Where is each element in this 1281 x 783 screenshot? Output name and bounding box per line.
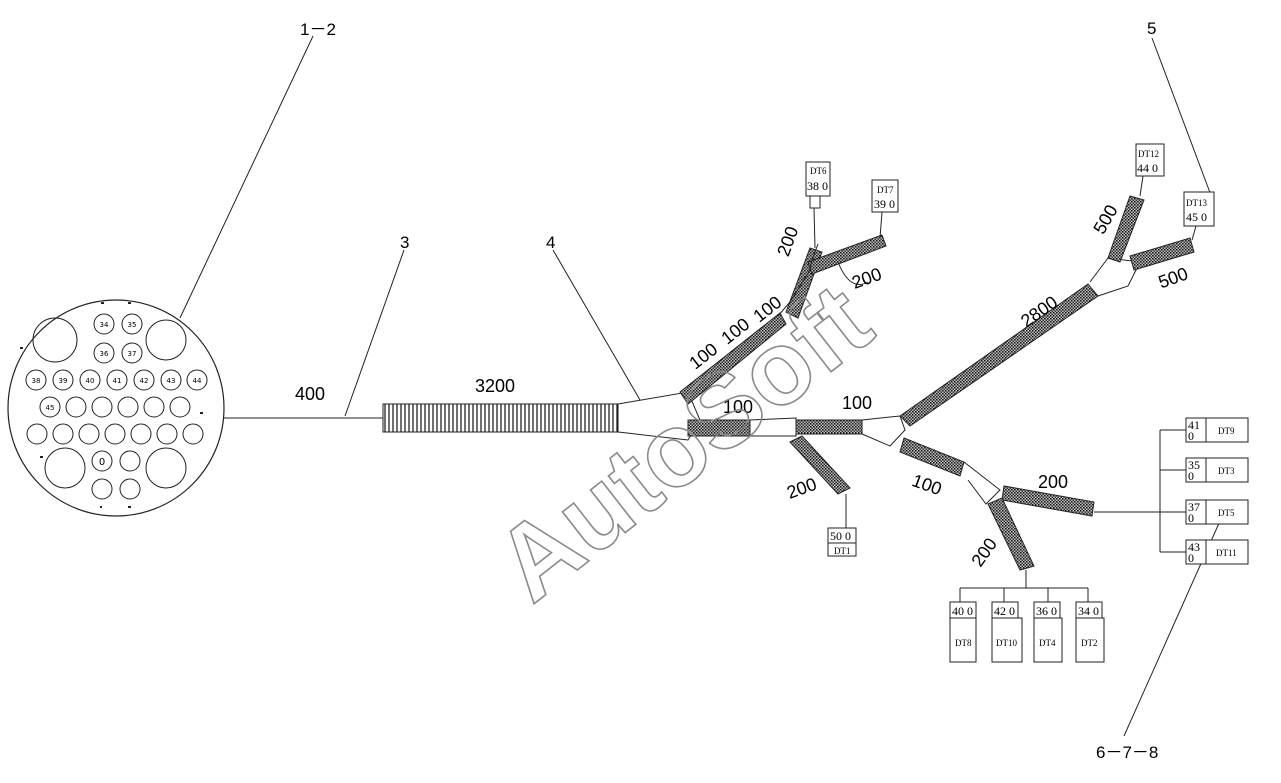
dim-200-right: 200 bbox=[1038, 472, 1068, 492]
branch-middle bbox=[687, 415, 906, 528]
connector-dt6: DT6 38 0 bbox=[805, 161, 831, 209]
branch-upper bbox=[679, 207, 887, 405]
callout-1-2: 1－2 bbox=[300, 20, 336, 39]
pin-label-38: 38 bbox=[32, 377, 41, 385]
dt4-wire: 36 0 bbox=[1036, 604, 1057, 618]
dim-200-dt6: 200 bbox=[773, 224, 802, 259]
dim-200-down: 200 bbox=[967, 534, 1001, 570]
dim-200-dt7: 200 bbox=[849, 264, 884, 293]
dt5-top: 37 bbox=[1188, 500, 1200, 514]
connector-dt8: 40 0 DT8 bbox=[949, 601, 977, 663]
pin-label-34: 34 bbox=[100, 321, 109, 329]
dt7-wire: 39 0 bbox=[874, 197, 895, 211]
dt2-wire: 34 0 bbox=[1078, 604, 1099, 618]
dt3-name: DT3 bbox=[1218, 466, 1235, 476]
dim-3200: 3200 bbox=[475, 376, 515, 396]
leader-4 bbox=[552, 249, 641, 401]
dt9-name: DT9 bbox=[1218, 426, 1235, 436]
dt12-name: DT12 bbox=[1138, 149, 1159, 159]
dt10-name: DT10 bbox=[996, 638, 1017, 648]
dim-100-mid-a: 100 bbox=[723, 397, 753, 417]
dt11-top: 43 bbox=[1188, 540, 1200, 554]
leader-1-2 bbox=[179, 35, 314, 319]
dt7-name: DT7 bbox=[877, 185, 894, 195]
dt9-top: 41 bbox=[1188, 418, 1200, 432]
pin-label-36: 36 bbox=[100, 350, 109, 358]
connector-dt13: DT13 45 0 bbox=[1183, 191, 1215, 227]
dt10-wire: 42 0 bbox=[994, 604, 1015, 618]
dt5-bottom: 0 bbox=[1188, 511, 1194, 525]
pin-label-42: 42 bbox=[140, 377, 149, 385]
pin-label-35: 35 bbox=[128, 321, 137, 329]
main-round-connector: 34 35 36 37 38 39 40 41 42 43 44 45 0 bbox=[7, 299, 225, 517]
dt6-name: DT6 bbox=[810, 166, 827, 176]
dt4-name: DT4 bbox=[1039, 638, 1056, 648]
connector-dt12: DT12 44 0 bbox=[1135, 143, 1165, 177]
dt1-wire: 50 0 bbox=[830, 529, 851, 543]
dt3-top: 35 bbox=[1188, 458, 1200, 472]
pin-label-43: 43 bbox=[167, 377, 176, 385]
dt1-name: DT1 bbox=[834, 546, 851, 556]
watermark-text: AutoSoft bbox=[475, 262, 892, 624]
dt3-bottom: 0 bbox=[1188, 469, 1194, 483]
dim-100-low: 100 bbox=[909, 470, 944, 499]
dt9-bottom: 0 bbox=[1188, 429, 1194, 443]
pin-label-39: 39 bbox=[59, 377, 68, 385]
pin-label-45: 45 bbox=[46, 404, 55, 412]
callout-3: 3 bbox=[400, 233, 409, 252]
connector-dt2: 34 0 DT2 bbox=[1075, 601, 1105, 663]
dt13-name: DT13 bbox=[1186, 198, 1207, 208]
connector-dt1: 50 0 DT1 bbox=[827, 527, 857, 557]
callout-6-7-8: 6－7－8 bbox=[1096, 743, 1158, 762]
connector-dt4: 36 0 DT4 bbox=[1033, 601, 1063, 663]
pin-label-0: 0 bbox=[99, 457, 105, 468]
dt6-wire: 38 0 bbox=[807, 179, 828, 193]
main-conduit-3200 bbox=[382, 403, 619, 433]
dt2-name: DT2 bbox=[1081, 638, 1098, 648]
connector-dt5: 37 0 DT5 bbox=[1185, 499, 1249, 525]
dt13-wire: 45 0 bbox=[1186, 210, 1207, 224]
dt5-name: DT5 bbox=[1218, 508, 1235, 518]
pin-label-41: 41 bbox=[113, 377, 122, 385]
branch-2800 bbox=[899, 175, 1197, 427]
dt11-name: DT11 bbox=[1216, 548, 1237, 558]
connector-dt11: 43 0 DT11 bbox=[1185, 539, 1249, 565]
connector-dt3: 35 0 DT3 bbox=[1185, 457, 1249, 483]
callout-4: 4 bbox=[546, 233, 555, 252]
dim-400: 400 bbox=[295, 384, 325, 404]
dim-100-mid-b: 100 bbox=[842, 393, 872, 413]
dt8-wire: 40 0 bbox=[952, 604, 973, 618]
leader-5 bbox=[1151, 37, 1213, 199]
dt11-bottom: 0 bbox=[1188, 551, 1194, 565]
pin-label-44: 44 bbox=[193, 377, 202, 385]
dt12-wire: 44 0 bbox=[1137, 161, 1158, 175]
connector-dt7: DT7 39 0 bbox=[871, 179, 899, 213]
connector-dt9: 41 0 DT9 bbox=[1185, 417, 1249, 443]
leader-3 bbox=[344, 249, 405, 417]
pin-label-37: 37 bbox=[128, 350, 137, 358]
dim-500-dt13: 500 bbox=[1156, 263, 1191, 292]
dim-200-dt1: 200 bbox=[784, 474, 819, 503]
pin-label-40: 40 bbox=[86, 377, 95, 385]
connector-dt10: 42 0 DT10 bbox=[991, 601, 1023, 663]
branch-lower bbox=[899, 429, 1186, 602]
callout-5: 5 bbox=[1147, 19, 1156, 38]
dt8-name: DT8 bbox=[955, 638, 972, 648]
